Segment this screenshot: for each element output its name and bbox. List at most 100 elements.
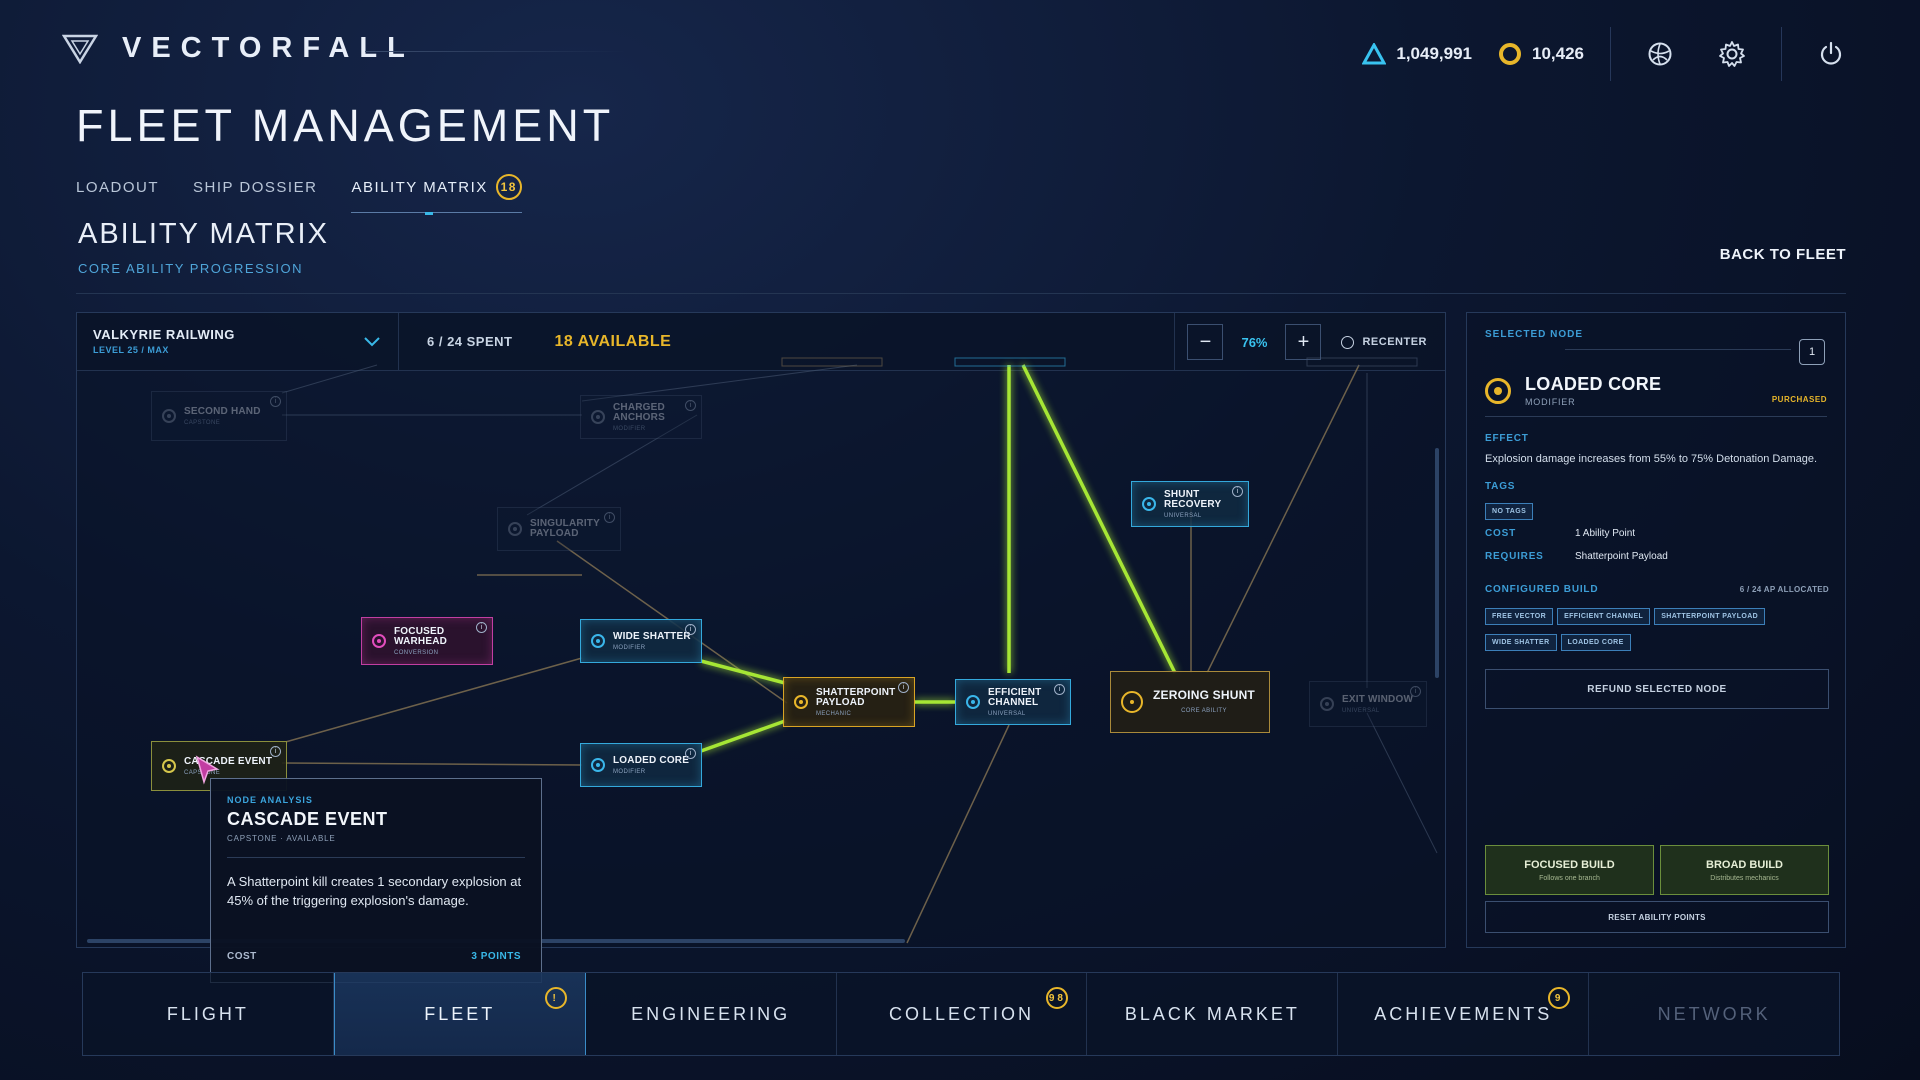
info-icon[interactable]: i [685, 624, 696, 635]
currency-primary-value: 1,049,991 [1396, 44, 1472, 63]
cursor-icon [195, 755, 219, 785]
section-subtitle: CORE ABILITY PROGRESSION [78, 261, 304, 276]
info-icon[interactable]: i [270, 746, 281, 757]
info-icon[interactable]: i [1410, 686, 1421, 697]
tooltip-divider [227, 857, 525, 858]
info-icon[interactable]: i [476, 622, 487, 633]
reset-ability-points-button[interactable]: RESET ABILITY POINTS [1485, 901, 1829, 933]
currency-secondary: 10,426 [1498, 42, 1584, 66]
broad-build-button[interactable]: BROAD BUILD Distributes mechanics [1660, 845, 1829, 895]
brand-name: VECTORFALL [122, 32, 415, 64]
cost-row: COST 1 Ability Point [1485, 528, 1636, 539]
build-chip[interactable]: EFFICIENT CHANNEL [1557, 608, 1651, 625]
node-ring-icon [162, 409, 176, 423]
tab-ability-matrix[interactable]: ABILITY MATRIX 18 [351, 174, 522, 215]
tooltip-cost-label: COST [227, 951, 257, 962]
info-icon[interactable]: i [604, 512, 615, 523]
settings-button[interactable] [1709, 31, 1755, 77]
header-separator [1781, 27, 1782, 81]
purchased-badge: PURCHASED [1771, 395, 1827, 404]
tooltip-meta: CAPSTONE · AVAILABLE [227, 834, 336, 843]
selected-node-index: 1 [1799, 339, 1825, 365]
selected-node-details: EFFECT Explosion damage increases from 5… [1485, 433, 1829, 709]
ship-selector[interactable]: VALKYRIE RAILWING LEVEL 25 / MAX [77, 313, 399, 371]
nav-black-market[interactable]: BLACK MARKET [1087, 973, 1339, 1055]
radio-icon [1341, 335, 1355, 349]
tree-toolbar: VALKYRIE RAILWING LEVEL 25 / MAX 6 / 24 … [77, 313, 1445, 371]
tag-chip: NO TAGS [1485, 503, 1534, 520]
info-icon[interactable]: i [685, 748, 696, 759]
focused-build-button[interactable]: FOCUSED BUILD Follows one branch [1485, 845, 1654, 895]
vertical-scrollbar[interactable] [1435, 448, 1439, 678]
brand-divider [365, 51, 625, 52]
tooltip-kicker: NODE ANALYSIS [227, 795, 313, 805]
node-ring-icon [591, 634, 605, 648]
header-separator [1610, 27, 1611, 81]
selected-node-name: LOADED CORE [1525, 374, 1662, 394]
page-title: FLEET MANAGEMENT [76, 100, 615, 151]
tooltip-footer: COST 3 POINTS [227, 951, 521, 962]
node-ring-icon [1121, 691, 1143, 713]
zoom-level: 76% [1241, 334, 1268, 350]
tooltip-body: A Shatterpoint kill creates 1 secondary … [227, 874, 522, 908]
build-presets: FOCUSED BUILD Follows one branch BROAD B… [1485, 845, 1829, 895]
network-button[interactable] [1637, 31, 1683, 77]
header-actions: 1,049,991 10,426 [1362, 27, 1854, 81]
info-icon[interactable]: i [685, 400, 696, 411]
back-to-fleet-link[interactable]: BACK TO FLEET [1719, 246, 1846, 263]
build-chip[interactable]: FREE VECTOR [1485, 608, 1554, 625]
info-icon[interactable]: i [1054, 684, 1065, 695]
tab-badge: 18 [495, 174, 522, 200]
nav-flight[interactable]: FLIGHT [83, 973, 334, 1055]
node-ring-icon [508, 522, 522, 536]
brand: VECTORFALL [62, 32, 415, 65]
vectorfall-logo-icon [62, 34, 98, 64]
info-icon[interactable]: i [898, 682, 909, 693]
alert-badge: ! [544, 987, 567, 1009]
info-icon[interactable]: i [270, 396, 281, 407]
node-ring-icon [966, 695, 980, 709]
power-icon [1820, 41, 1842, 65]
node-ring-icon [1485, 377, 1511, 404]
power-button[interactable] [1808, 31, 1854, 77]
nav-engineering[interactable]: ENGINEERING [586, 973, 837, 1055]
sub-tabs: LOADOUT SHIP DOSSIER ABILITY MATRIX 18 [76, 174, 522, 215]
nav-fleet[interactable]: FLEET ! [333, 973, 586, 1055]
refund-node-button[interactable]: REFUND SELECTED NODE [1485, 669, 1829, 709]
tab-ship-dossier[interactable]: SHIP DOSSIER [193, 179, 318, 196]
node-ring-icon [1142, 497, 1156, 511]
info-icon[interactable]: i [1232, 486, 1243, 497]
network-globe-icon [1648, 42, 1672, 66]
zoom-out-button[interactable]: − [1187, 324, 1224, 360]
build-chip[interactable]: WIDE SHATTER [1485, 634, 1557, 651]
recenter-toggle[interactable]: RECENTER [1341, 335, 1427, 349]
build-chip[interactable]: LOADED CORE [1560, 634, 1631, 651]
node-ring-icon [372, 634, 386, 648]
node-ring-icon [162, 759, 176, 773]
tab-loadout[interactable]: LOADOUT [76, 179, 160, 196]
nav-achievements[interactable]: ACHIEVEMENTS 9 [1338, 973, 1590, 1055]
currency-primary: 1,049,991 [1362, 43, 1472, 65]
coin-icon [1499, 43, 1521, 65]
build-chip[interactable]: SHATTERPOINT PAYLOAD [1654, 608, 1766, 625]
node-ring-icon [591, 410, 605, 424]
node-ring-icon [1320, 697, 1334, 711]
bottom-nav: FLIGHT FLEET ! ENGINEERING COLLECTION 98… [82, 972, 1840, 1056]
effect-label: EFFECT [1485, 433, 1529, 444]
zoom-in-button[interactable]: + [1285, 324, 1322, 360]
section-divider [76, 293, 1846, 294]
nav-network[interactable]: NETWORK [1657, 1003, 1771, 1024]
nav-collection[interactable]: COLLECTION 98 [837, 973, 1088, 1055]
